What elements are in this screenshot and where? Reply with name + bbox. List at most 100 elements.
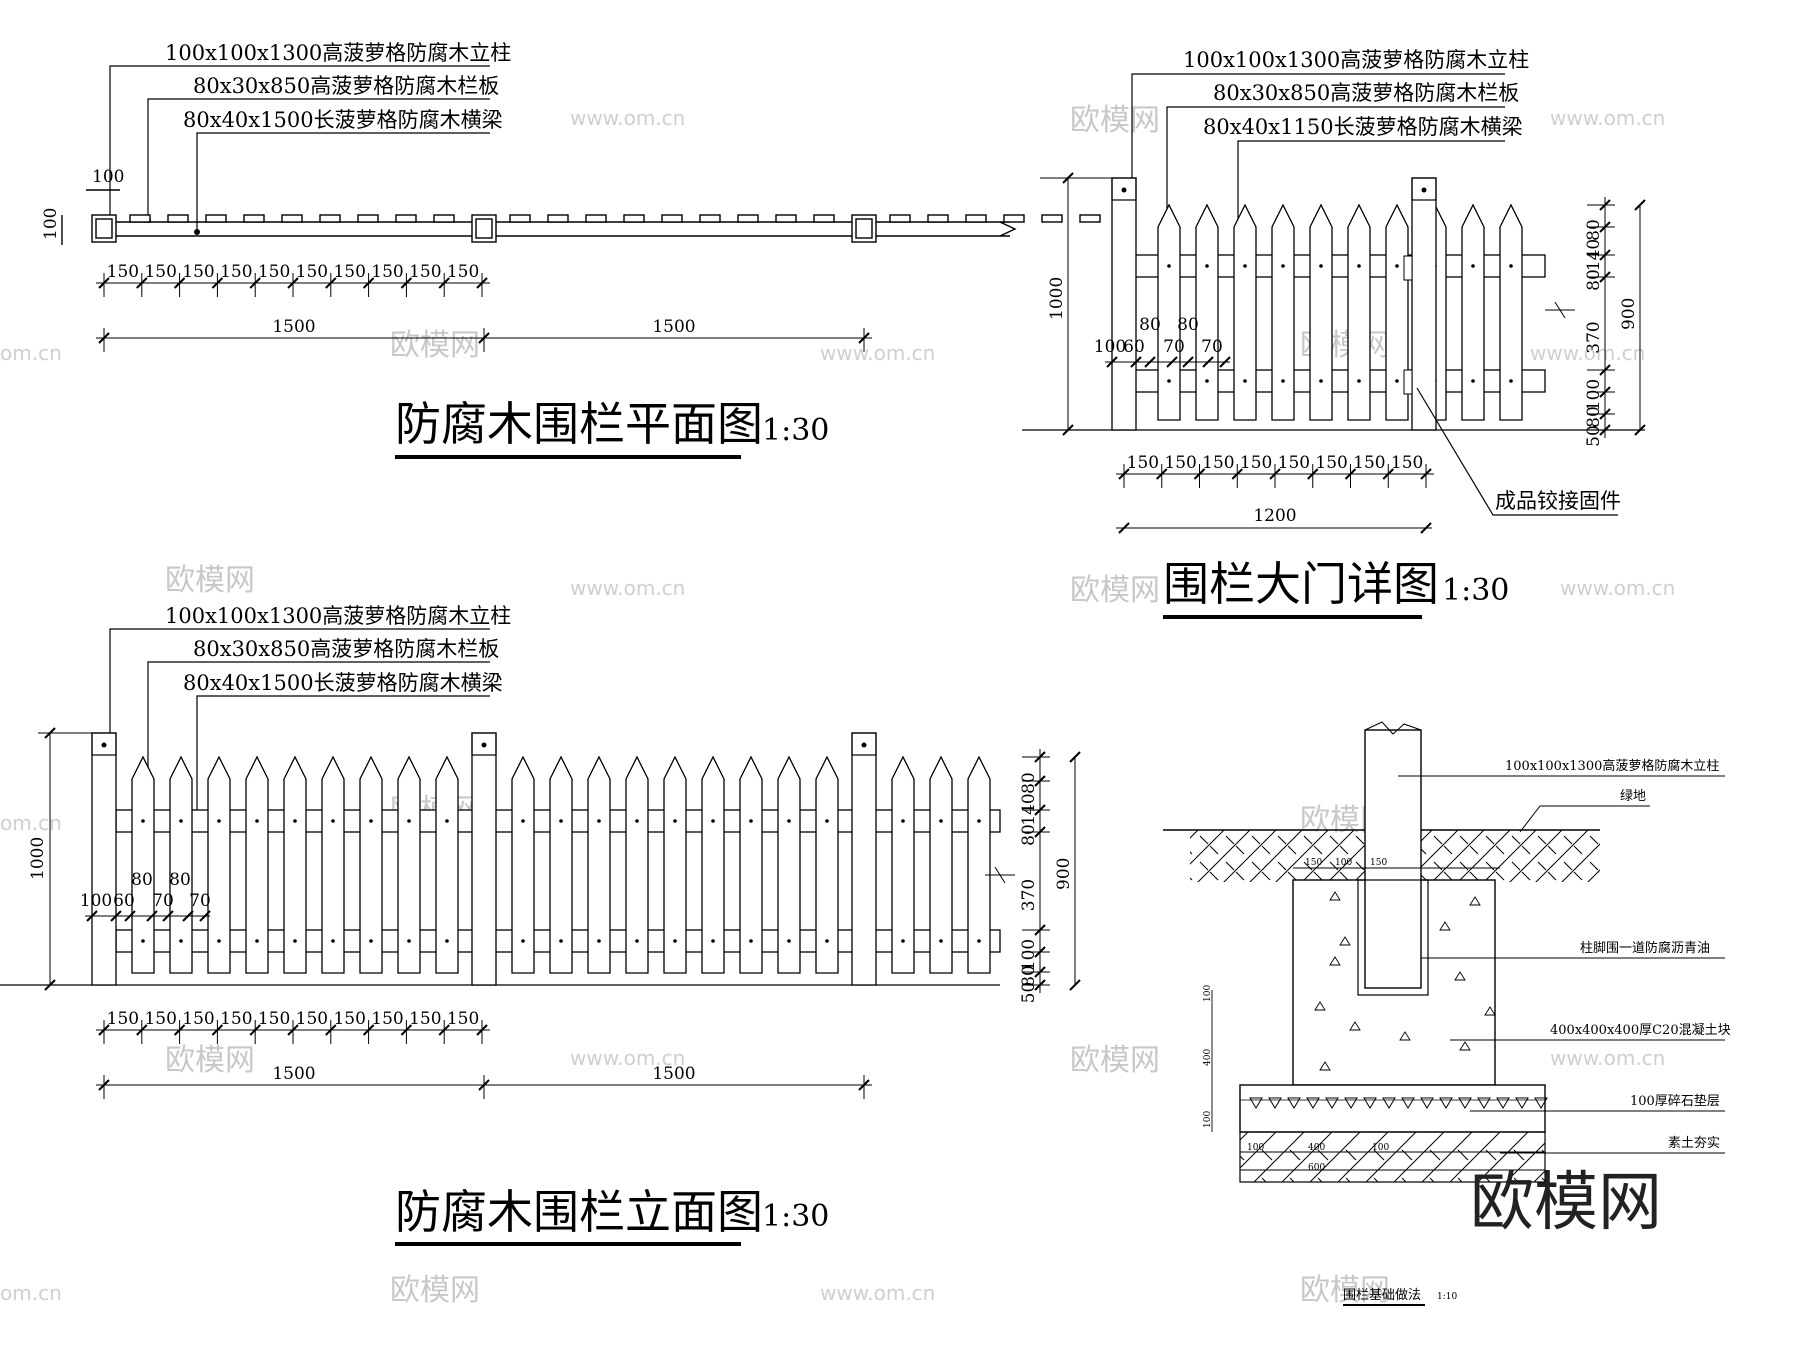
elev-nail — [521, 939, 525, 943]
elev-nail — [559, 819, 563, 823]
elev-vdim-tick — [1034, 946, 1046, 958]
gate-nail — [1281, 264, 1285, 268]
gate-width-tick — [1118, 522, 1130, 534]
watermark-site: www.om.cn — [820, 1281, 935, 1305]
plan-spacing-label: 150 — [447, 262, 479, 282]
elev-spacing-tick — [476, 1024, 488, 1036]
foundation-gravel-stone — [1439, 1097, 1453, 1109]
elev-nail — [749, 939, 753, 943]
gate-dimensions: 1000801408037010080509001006080708070150… — [1040, 172, 1646, 534]
foundation-bottom-dim-3: 100 — [1372, 1143, 1389, 1153]
elev-nail — [559, 939, 563, 943]
elev-post-dot — [861, 742, 867, 748]
foundation-leaders — [1398, 775, 1725, 1154]
foundation-bottom-dim-1: 100 — [1247, 1143, 1264, 1153]
gate-nail — [1167, 264, 1171, 268]
elev-hdim-tick — [182, 910, 194, 922]
elev-picket — [397, 755, 421, 974]
plan-spacing-tick — [98, 277, 110, 289]
plan-post-width-dim: 100 — [92, 167, 124, 187]
elev-nail — [217, 819, 221, 823]
plan-beam-end — [999, 221, 1017, 237]
gate-picket — [1233, 203, 1257, 421]
elev-hdim-label: 60 — [113, 891, 135, 911]
watermark-brand: 欧模网 — [1070, 103, 1160, 138]
elev-picket — [435, 755, 459, 974]
gate-total-label: 900 — [1619, 298, 1639, 330]
gate-vdim-tick — [1599, 364, 1611, 376]
plan-board — [813, 214, 835, 223]
watermark-site: www.om.cn — [1560, 576, 1675, 600]
foundation-gravel-stone — [1249, 1097, 1263, 1109]
elev-nail — [825, 819, 829, 823]
elev-spacing-label: 150 — [182, 1009, 214, 1029]
plan-board — [775, 214, 797, 223]
gate-spacing-tick — [1193, 468, 1206, 480]
elev-picket — [625, 755, 649, 974]
plan-view: 100x100x1300高菠萝格防腐木立柱 80x30x850高菠萝格防腐木栏板… — [41, 41, 1101, 459]
elev-scale: 1:30 — [762, 1199, 829, 1234]
foundation-gravel-stone — [1268, 1097, 1282, 1109]
plan-span-tick — [858, 332, 870, 344]
foundation-gravel-stone — [1306, 1097, 1320, 1109]
elev-nail — [179, 939, 183, 943]
foundation-aggregate — [1329, 891, 1341, 901]
plan-post-inner-1 — [95, 218, 113, 239]
foundation-gravel-layer — [1239, 1084, 1546, 1133]
gate-post-2 — [1411, 177, 1437, 431]
gate-scale: 1:30 — [1442, 573, 1509, 608]
gate-nail — [1471, 264, 1475, 268]
watermark-site: www.om.cn — [1530, 341, 1645, 365]
gate-height-label: 1000 — [1047, 277, 1067, 320]
gate-spacing-tick — [1382, 468, 1394, 480]
elev-post-2 — [471, 732, 497, 986]
elev-nail — [597, 819, 601, 823]
elev-vdim-label: 50 — [1019, 982, 1039, 1004]
plan-board — [357, 214, 379, 223]
watermark-site: www.om.cn — [570, 106, 685, 130]
foundation-gravel-stone — [1344, 1097, 1358, 1109]
plan-board — [167, 214, 189, 223]
gate-detail: 100x100x1300高菠萝格防腐木立柱 80x30x850高菠萝格防腐木栏板… — [1022, 48, 1646, 619]
plan-board — [1041, 214, 1063, 223]
elev-spacing-tick — [249, 1024, 261, 1036]
elev-vdim-tick — [1034, 826, 1046, 838]
elev-hdim-tick — [146, 910, 158, 922]
gate-hdim-tick — [1202, 356, 1214, 368]
elev-post-cap-3 — [851, 732, 877, 756]
elev-nail — [711, 939, 715, 943]
foundation-label-soil: 素土夯实 — [1668, 1136, 1720, 1151]
gate-width-tick — [1420, 522, 1432, 534]
gate-picket — [1499, 203, 1523, 421]
watermark-site: www.om.cn — [570, 576, 685, 600]
foundation-gravel-stone — [1287, 1097, 1301, 1109]
elev-total-tick — [1069, 979, 1081, 991]
plan-board — [699, 214, 721, 223]
gate-break-symbol — [1545, 301, 1575, 319]
elev-nail — [217, 939, 221, 943]
foundation-gravel-stone — [1382, 1097, 1396, 1109]
elev-post-1 — [91, 732, 117, 986]
foundation-ground-left — [1190, 830, 1365, 882]
elev-spacing-tick — [173, 1024, 186, 1036]
gate-post-cap-1 — [1111, 177, 1137, 201]
plan-board — [395, 214, 417, 223]
foundation-label-gravel: 100厚碎石垫层 — [1630, 1093, 1720, 1109]
gate-vdim-tick — [1599, 386, 1611, 398]
plan-board — [737, 214, 759, 223]
elev-post-dot — [481, 742, 487, 748]
foundation-aggregate — [1349, 1021, 1361, 1031]
gate-spacing-label: 150 — [1315, 453, 1347, 473]
gate-hdim-label: 80 — [1139, 315, 1161, 335]
gate-hdim-label: 100 — [1094, 337, 1126, 357]
foundation-aggregate — [1329, 956, 1341, 966]
plan-spacing-tick — [438, 277, 450, 289]
foundation-title: 围栏基础做法 — [1343, 1288, 1421, 1303]
elev-nail — [673, 819, 677, 823]
elev-hdim-tick — [86, 910, 98, 922]
watermark-brand: 欧模网 — [1300, 1273, 1390, 1308]
elev-spacing-tick — [211, 1024, 224, 1036]
plan-span-tick — [98, 332, 110, 344]
elev-spacing-tick — [362, 1024, 375, 1036]
